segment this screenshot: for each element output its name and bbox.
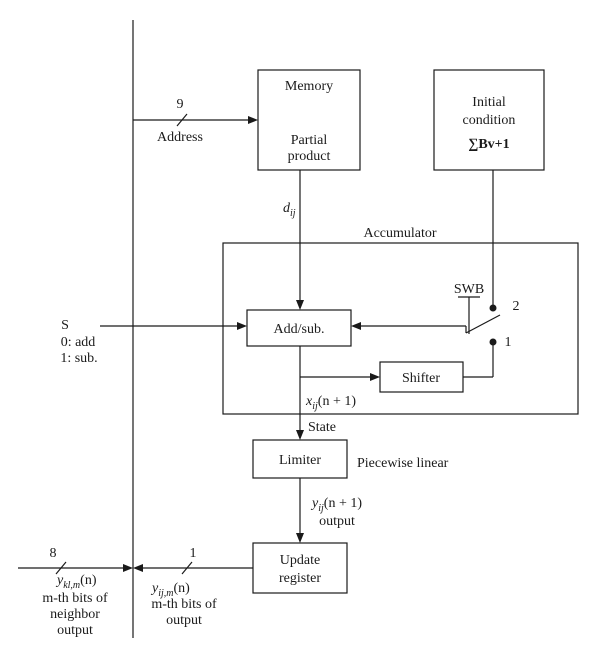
update-arrowhead (296, 533, 304, 543)
limiter-label: Limiter (279, 453, 321, 468)
nb-bits-label: 8 (50, 546, 57, 561)
swb-blade (465, 314, 501, 334)
output-bus-slash (181, 561, 193, 575)
out-line1-label: m-th bits of (151, 597, 217, 612)
s-sub-label: 1: sub. (60, 351, 97, 366)
address-label: Address (157, 130, 203, 145)
s-add-label: 0: add (61, 335, 96, 350)
address-bits: 9 (177, 97, 184, 112)
out-line2-label: output (166, 613, 202, 628)
y-ij-label: yij(n + 1) (310, 496, 362, 514)
memory-line1: Partial (291, 133, 328, 148)
nb-line1-label: m-th bits of (42, 591, 108, 606)
neighbor-input-arrowhead (123, 564, 133, 572)
output-label: output (319, 514, 355, 529)
limiter-box (252, 439, 348, 479)
memory-box (257, 69, 361, 171)
x-ij-label: xij(n + 1) (305, 394, 356, 412)
address-bus-slash (176, 113, 188, 127)
update-line2: register (279, 571, 321, 586)
addsub-box (246, 309, 352, 347)
memory-title: Memory (285, 79, 333, 94)
update-register-box (252, 542, 348, 594)
y-ijm-label: yij,m(n) (150, 581, 190, 599)
initial-line2: condition (463, 113, 516, 128)
shifter-label: Shifter (402, 371, 440, 386)
neighbor-bus-slash (55, 561, 67, 575)
y-klm-label: ykl,m(n) (55, 573, 97, 591)
limiter-arrowhead (296, 430, 304, 440)
accumulator-box (222, 242, 579, 415)
swb-label: SWB (454, 282, 484, 297)
limiter-note: Piecewise linear (357, 456, 449, 471)
address-arrowhead (248, 116, 258, 124)
switch-pos2-label: 2 (513, 299, 520, 314)
shifter-arrowhead (370, 373, 380, 381)
initial-formula: ∑Bv+1 (468, 137, 509, 152)
switch-feed-arrowhead (351, 322, 361, 330)
initial-condition-box (433, 69, 545, 171)
nb-line3-label: output (57, 623, 93, 638)
memory-arrowhead (296, 300, 304, 310)
s-label: S (61, 318, 69, 333)
shifter-box (379, 361, 464, 393)
switch-pos1-label: 1 (505, 335, 512, 350)
out-bits-label: 1 (190, 546, 197, 561)
update-to-bus-arrowhead (133, 564, 143, 572)
state-label: State (308, 420, 336, 435)
memory-line2: product (288, 149, 331, 164)
accumulator-title: Accumulator (363, 226, 436, 241)
initial-line1: Initial (472, 95, 506, 110)
d-ij-label: dij (283, 201, 296, 219)
switch-contact-2 (489, 304, 497, 312)
addsub-label: Add/sub. (274, 322, 325, 337)
s-input-arrowhead (237, 322, 247, 330)
nb-line2-label: neighbor (50, 607, 100, 622)
update-line1: Update (280, 553, 320, 568)
